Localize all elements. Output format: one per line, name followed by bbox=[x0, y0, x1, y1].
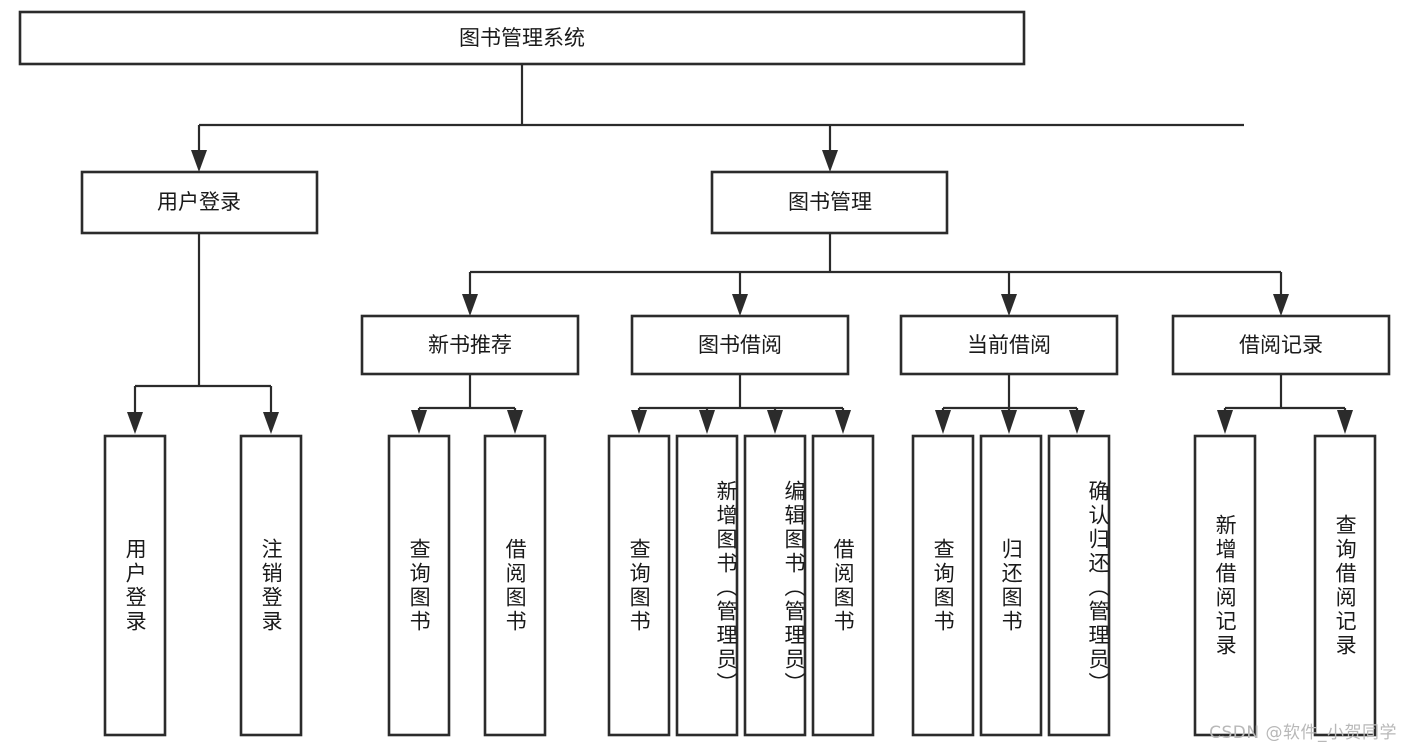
arrow-to-leaf-user-login bbox=[127, 412, 143, 434]
node-new-book-recommend[interactable]: 新书推荐 bbox=[360, 314, 580, 376]
leaf-box-confirm-return[interactable] bbox=[1047, 434, 1111, 737]
arrow-to-leaf-add-record bbox=[1217, 410, 1233, 434]
arrow-to-leaf-borrow-book-1 bbox=[507, 410, 523, 434]
node-user-login-label: 用户登录 bbox=[157, 190, 241, 214]
connector-borrow-record-children bbox=[1217, 374, 1353, 434]
node-root-box[interactable] bbox=[18, 10, 1026, 66]
arrow-to-leaf-query-book-2 bbox=[631, 410, 647, 434]
leaf-box-query-book-2[interactable] bbox=[607, 434, 671, 737]
node-book-management[interactable]: 图书管理 bbox=[710, 170, 949, 235]
arrow-to-leaf-query-book-1 bbox=[411, 410, 427, 434]
leaf-box-query-record[interactable] bbox=[1313, 434, 1377, 737]
leaf-box-query-book-1[interactable] bbox=[387, 434, 451, 737]
arrow-to-leaf-borrow-book-2 bbox=[835, 410, 851, 434]
arrow-to-book-management bbox=[822, 150, 838, 172]
node-user-login[interactable]: 用户登录 bbox=[80, 170, 319, 235]
node-current-borrow-box[interactable] bbox=[899, 314, 1119, 376]
connector-book-management-bus bbox=[462, 233, 1289, 316]
connector-new-book-recommend-children bbox=[411, 374, 523, 434]
node-borrow-record[interactable]: 借阅记录 bbox=[1171, 314, 1391, 376]
leaf-box-borrow-book-2[interactable] bbox=[811, 434, 875, 737]
arrow-to-borrow-record bbox=[1273, 294, 1289, 316]
node-book-borrow[interactable]: 图书借阅 bbox=[630, 314, 850, 376]
arrow-to-leaf-logout-login bbox=[263, 412, 279, 434]
connector-book-borrow-children bbox=[631, 374, 851, 434]
arrow-to-new-book-recommend bbox=[462, 294, 478, 316]
leaf-box-borrow-book-1[interactable] bbox=[483, 434, 547, 737]
node-root-label: 图书管理系统 bbox=[459, 26, 585, 50]
node-current-borrow[interactable]: 当前借阅 bbox=[899, 314, 1119, 376]
arrow-to-leaf-query-book-3 bbox=[935, 410, 951, 434]
node-new-book-recommend-box[interactable] bbox=[360, 314, 580, 376]
node-book-management-label: 图书管理 bbox=[788, 190, 872, 214]
node-new-book-recommend-label: 新书推荐 bbox=[428, 333, 512, 357]
leaf-box-logout-login[interactable] bbox=[239, 434, 303, 737]
arrow-to-leaf-confirm-return bbox=[1069, 410, 1085, 434]
arrow-to-leaf-return-book bbox=[1001, 410, 1017, 434]
leaf-box-add-record[interactable] bbox=[1193, 434, 1257, 737]
connector-root-bus bbox=[191, 64, 1244, 172]
connector-user-login-children bbox=[127, 233, 279, 434]
arrow-to-book-borrow bbox=[732, 294, 748, 316]
leaf-box-return-book[interactable] bbox=[979, 434, 1043, 737]
leaf-box-add-book[interactable] bbox=[675, 434, 739, 737]
leaf-box-user-login[interactable] bbox=[103, 434, 167, 737]
arrow-to-leaf-edit-book bbox=[767, 410, 783, 434]
node-root[interactable]: 图书管理系统 bbox=[18, 10, 1026, 66]
node-borrow-record-label: 借阅记录 bbox=[1239, 333, 1323, 357]
connector-current-borrow-children bbox=[935, 374, 1085, 434]
node-user-login-box[interactable] bbox=[80, 170, 319, 235]
arrow-to-current-borrow bbox=[1001, 294, 1017, 316]
node-current-borrow-label: 当前借阅 bbox=[967, 333, 1051, 357]
leaf-box-query-book-3[interactable] bbox=[911, 434, 975, 737]
arrow-to-user-login bbox=[191, 150, 207, 172]
watermark-text: CSDN @软件_小贺同学 bbox=[1209, 723, 1397, 743]
node-book-borrow-label: 图书借阅 bbox=[698, 333, 782, 357]
arrow-to-leaf-add-book bbox=[699, 410, 715, 434]
arrow-to-leaf-query-record bbox=[1337, 410, 1353, 434]
leaf-box-edit-book[interactable] bbox=[743, 434, 807, 737]
